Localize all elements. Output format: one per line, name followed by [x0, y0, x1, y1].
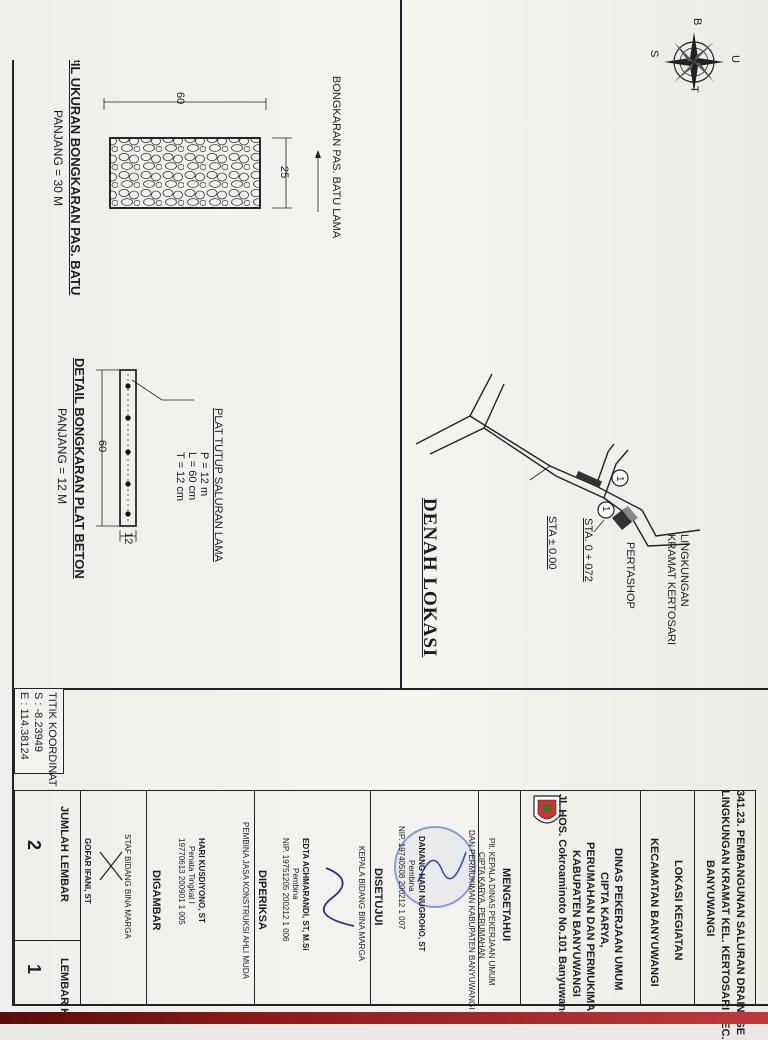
- disetujui-rank: Pembina: [291, 868, 300, 900]
- koordinat-box: [14, 688, 64, 774]
- frame-divider-line: [12, 688, 768, 690]
- disetujui-nip: NIP. 19751205 200212 1 006: [281, 838, 290, 942]
- mengetahui-role-1: Plt. KEPALA DINAS PEKERJAAN UMUM: [487, 838, 496, 986]
- tb-sep-5: [370, 790, 371, 1004]
- sta-000-label: STA ± 0.00: [546, 516, 558, 570]
- tb-sep-1: [694, 790, 695, 1004]
- tb-sep-2: [640, 790, 641, 1004]
- dinas-line3: PERUMAHAN DAN PERMUKIMAN: [584, 842, 596, 1020]
- bongkaran-batu-title-text: UKURAN BONGKARAN PAS. BATU: [68, 77, 83, 296]
- tb-sep-8: [80, 790, 81, 1004]
- project-title-line1: 341.23. PEMBANGUNAN SALURAN DRAINASE: [734, 790, 746, 1036]
- compass-b-label: B: [691, 18, 703, 26]
- jumlah-lembar-value: 2: [24, 840, 44, 851]
- disetujui-signature: [318, 862, 362, 937]
- bongkaran-batu-dim-width: 25: [278, 166, 290, 179]
- frame-bottom-line: [12, 1004, 768, 1006]
- plat-dim-length: 60: [96, 440, 108, 453]
- bongkaran-batu-panjang: PANJANG = 30 M: [51, 110, 65, 207]
- tb-sep-6: [254, 790, 255, 1004]
- koordinat-e: E : 114.38124: [18, 692, 30, 760]
- lokasi-kegiatan-value: KECAMATAN BANYUWANGI: [648, 838, 660, 987]
- mengetahui-name: DANANG HADI NUGROHO, ST: [417, 836, 426, 952]
- plat-beton-title: DETAIL BONGKARAN PLAT BETON: [72, 358, 87, 579]
- lokasi-kegiatan-label: LOKASI KEGIATAN: [672, 860, 684, 961]
- diperiksa-label: DIPERIKSA: [256, 870, 268, 930]
- mengetahui-rank: Pembina: [407, 860, 416, 892]
- dinas-line1: DINAS PEKERJAAN UMUM: [612, 848, 624, 991]
- diperiksa-name: HARI KUSDIYONO, ST: [197, 838, 206, 923]
- project-title-line3: BANYUWANGI: [704, 860, 716, 937]
- bongkaran-batu-title: ᵗIL UKURAN BONGKARAN PAS. BATU: [67, 60, 83, 296]
- disetujui-name: EDTA ACHMARANDI, ST, M.Si: [301, 838, 310, 951]
- bongkaran-batu-title-prefix: ᵗIL: [68, 60, 83, 75]
- stone-masonry-detail: [96, 80, 346, 230]
- frame-top-line: [400, 0, 402, 690]
- banyuwangi-emblem-icon: [528, 792, 566, 832]
- digambar-name: GOFAR IFANI, ST: [83, 838, 92, 904]
- digambar-label: DIGAMBAR: [150, 870, 162, 931]
- mengetahui-nip: NIP. 19740508 200212 1 007: [397, 826, 406, 930]
- project-title-line2: LINGKUNGAN KRAMAT KEL. KERTOSARI KEC.: [719, 790, 731, 1040]
- lembar-ke-value: 1: [24, 964, 44, 975]
- tb-sep-7: [146, 790, 147, 1004]
- compass-u-label: U: [729, 55, 741, 63]
- compass-s-label: S: [648, 50, 660, 58]
- digambar-signature: [96, 846, 126, 891]
- denah-lokasi-title: DENAH LOKASI: [419, 498, 440, 658]
- diperiksa-nip: 19770613 200901 1 005: [177, 838, 186, 925]
- plat-beton-panjang: PANJANG = 12 M: [55, 408, 69, 505]
- jumlah-lembar-label: JUMLAH LEMBAR: [58, 806, 70, 902]
- compass-rose-icon: [660, 28, 728, 96]
- plat-dim-thick: 12: [122, 532, 134, 545]
- lingkungan-label-line2: KRAMAT KERTOSARI: [665, 534, 677, 646]
- diperiksa-rank: Penata Tingkat I: [187, 846, 196, 904]
- bongkaran-batu-dim-length: 60: [174, 92, 186, 105]
- sta-072-label: STA. 0 + 072: [582, 518, 594, 582]
- tb-sep-4: [478, 790, 479, 1004]
- mengetahui-role-2: CIPTA KARYA, PERUMAHAN: [477, 852, 486, 959]
- disetujui-label: DISETUJUI: [372, 868, 384, 926]
- dinas-line2: CIPTA KARYA,: [598, 872, 610, 948]
- mengetahui-signature: [412, 842, 472, 897]
- location-map-roads: [400, 360, 720, 580]
- koordinat-s: S : -8.23949: [32, 692, 44, 752]
- dinas-line5: Jl. HOS. Cokroaminoto No.101 Banyuwangi: [556, 794, 568, 1021]
- bottom-border-strip: [0, 1012, 768, 1024]
- frame-left-line: [12, 60, 14, 1005]
- pertashop-label: PERTASHOP: [624, 542, 636, 609]
- tb-sep-3: [520, 790, 521, 1004]
- mengetahui-label: MENGETAHUI: [500, 868, 512, 942]
- compass-t-label: T: [688, 86, 700, 93]
- diperiksa-role: PEMBINA JASA KONSTRUKSI AHLI MUDA: [241, 822, 250, 979]
- map-marker-2-label: 1: [600, 506, 611, 512]
- lingkungan-label-line1: LINGKUNGAN: [678, 534, 690, 607]
- official-stamp: [394, 826, 476, 908]
- tb-sep-9: [14, 940, 80, 941]
- map-marker-1-label: 1: [614, 476, 625, 482]
- concrete-slab-detail: [90, 360, 220, 550]
- title-block: [14, 790, 756, 1006]
- dinas-line4: KABUPATEN BANYUWANGI: [570, 850, 582, 997]
- koordinat-title: TITIK KOORDINAT: [46, 692, 58, 787]
